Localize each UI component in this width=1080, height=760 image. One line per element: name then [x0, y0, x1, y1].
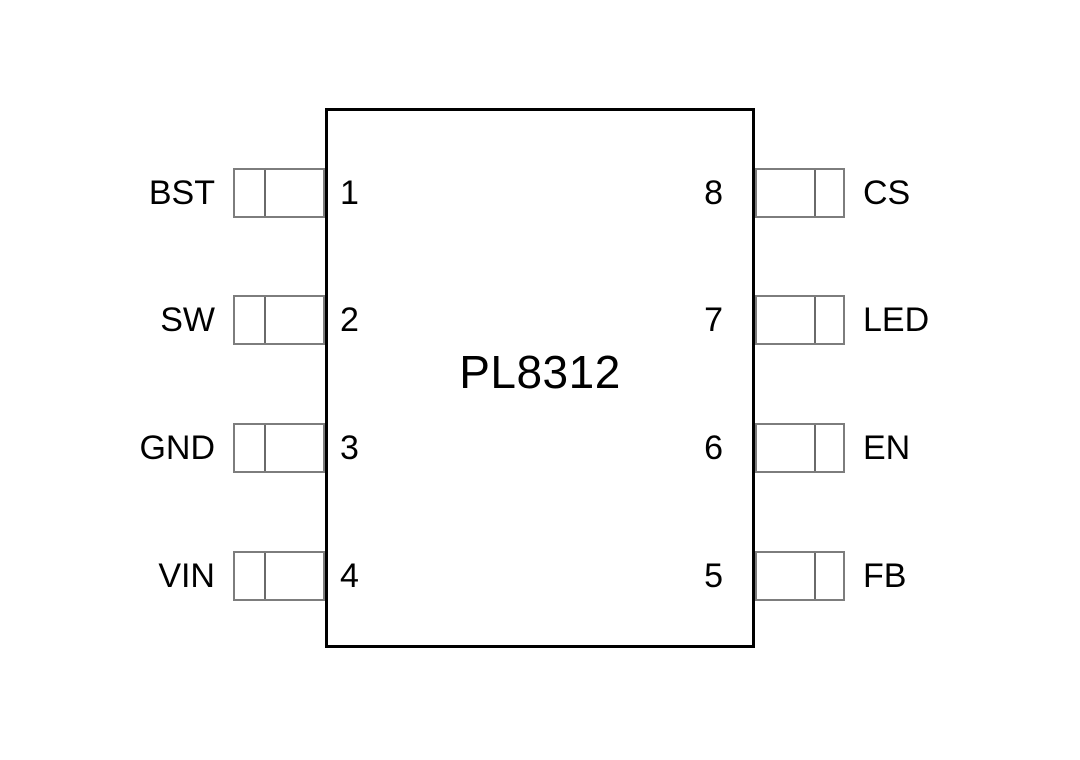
pin-number: 3: [340, 429, 359, 467]
pin-label: SW: [160, 301, 215, 339]
pin-number: 2: [340, 301, 359, 339]
pin-box-divider: [264, 425, 266, 471]
pin-box-divider: [264, 297, 266, 343]
pin-box: [233, 551, 325, 601]
pin-box: [233, 295, 325, 345]
pin-label: CS: [863, 174, 911, 212]
pin-box: [755, 295, 845, 345]
pin-number: 8: [704, 174, 723, 212]
chip-body: [325, 108, 755, 648]
pin-label: FB: [863, 557, 907, 595]
pin-number: 7: [704, 301, 723, 339]
pin-box: [755, 168, 845, 218]
pin-box-divider: [814, 297, 816, 343]
pin-label: EN: [863, 429, 911, 467]
pin-box-divider: [814, 425, 816, 471]
pin-box: [233, 168, 325, 218]
pin-box: [233, 423, 325, 473]
pin-box: [755, 551, 845, 601]
pin-box: [755, 423, 845, 473]
chip-title: PL8312: [459, 346, 621, 398]
pin-label: GND: [139, 429, 215, 467]
pin-box-divider: [814, 170, 816, 216]
pin-label: LED: [863, 301, 930, 339]
pin-number: 6: [704, 429, 723, 467]
pin-label: VIN: [158, 557, 215, 595]
pin-box-divider: [814, 553, 816, 599]
pin-number: 5: [704, 557, 723, 595]
pin-number: 4: [340, 557, 359, 595]
pin-box-divider: [264, 553, 266, 599]
pin-box-divider: [264, 170, 266, 216]
pin-label: BST: [148, 174, 215, 212]
pin-number: 1: [340, 174, 359, 212]
